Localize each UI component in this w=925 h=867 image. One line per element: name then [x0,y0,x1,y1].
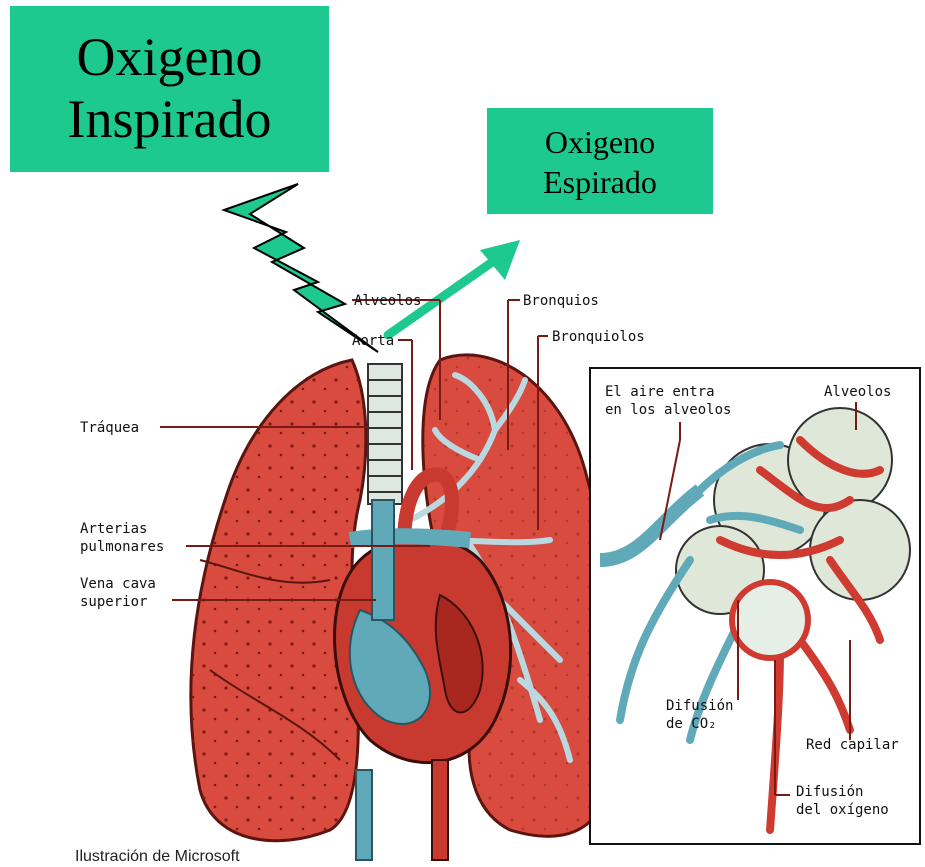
label-vena-line2: superior [80,594,147,610]
exhale-arrow-icon [388,240,520,335]
label-aire-line1: El aire entra [605,384,715,400]
label-traquea: Tráquea [80,420,139,436]
label-arterias-line1: Arterias [80,521,147,537]
alveoli-inset [590,368,920,844]
label-difusion-co2-line1: Difusión [666,698,733,714]
label-arterias-line2: pulmonares [80,539,164,555]
label-difusion-co2-line2: de CO₂ [666,716,717,732]
trachea [368,364,402,504]
label-vena-line1: Vena cava [80,576,156,592]
label-alveolos-inset: Alveolos [824,384,891,400]
label-aorta: Aorta [352,333,394,349]
label-alveolos-top: Alveolos [354,293,421,309]
label-aire-line2: en los alveolos [605,402,731,418]
label-bronquios: Bronquios [523,293,599,309]
label-difusion-o2-line1: Difusión [796,784,863,800]
lightning-bolt-icon [224,184,378,352]
credit-text: Ilustración de Microsoft [75,848,240,865]
label-red-capilar: Red capilar [806,737,899,753]
label-difusion-o2-line2: del oxígeno [796,802,889,818]
label-bronquiolos: Bronquiolos [552,329,645,345]
